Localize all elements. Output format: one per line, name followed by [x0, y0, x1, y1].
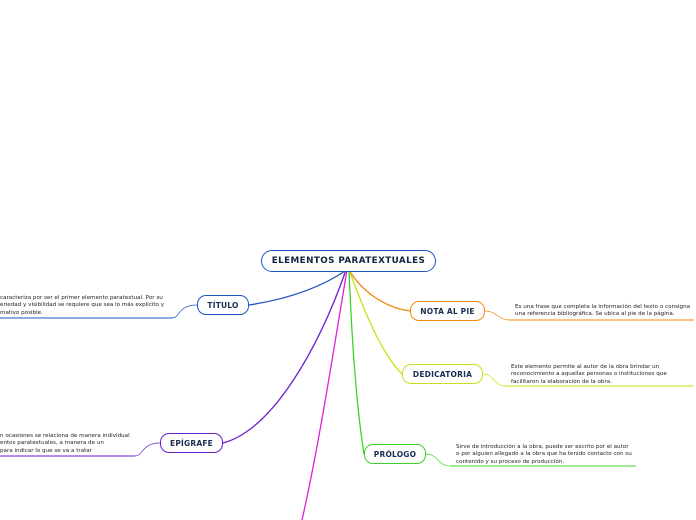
note-link-titulo	[171, 304, 198, 319]
note-link-epigrafe	[134, 442, 161, 457]
note-line: eriedad y visibilidad se requiere que se…	[0, 302, 165, 309]
connector-titulo	[248, 268, 349, 306]
note-line: o por alguien allegado a la obra que ha …	[456, 451, 632, 458]
connector-epigrafe	[222, 269, 347, 444]
topic-node-dedicatoria[interactable]: DEDICATORIA	[402, 364, 483, 384]
topic-node-nota-al-pie[interactable]: NOTA AL PIE	[410, 301, 485, 321]
connector-dedicatoria	[348, 269, 403, 375]
note-line: Este elemento permite al autor de la obr…	[511, 364, 660, 370]
note-link-dedicatoria	[482, 373, 506, 387]
note-line: para indicar lo que se va a tratar	[0, 447, 93, 454]
note-line: reconocimiento a aquellas personas o ins…	[511, 371, 667, 378]
topic-node-prologo[interactable]: PRÓLOGO	[364, 444, 426, 464]
note-dedicatoria: Este elemento permite al autor de la obr…	[511, 364, 667, 386]
note-line: facilitaron la elaboración de la obra.	[511, 378, 612, 385]
connector-prologo	[348, 269, 365, 455]
note-epigrafe: n ocasiones se relaciona de manera indiv…	[0, 433, 130, 455]
note-line: mativo posible.	[0, 309, 43, 316]
topic-node-titulo[interactable]: TÍTULO	[197, 295, 249, 315]
note-prologo: Sirve de introducción a la obra, puede s…	[456, 444, 632, 466]
topic-label-epigrafe: EPÍGRAFE	[170, 438, 213, 448]
note-link-prologo	[425, 453, 451, 467]
topic-label-nota-al-pie: NOTA AL PIE	[420, 306, 475, 316]
topic-node-epigrafe[interactable]: EPÍGRAFE	[160, 433, 223, 453]
central-topic-label: ELEMENTOS PARATEXTUALES	[271, 256, 426, 266]
note-line: contenido y su proceso de producción.	[456, 458, 565, 465]
note-nota-al-pie: Es una frase que completa la información…	[515, 304, 690, 319]
note-link-nota-al-pie	[484, 310, 511, 321]
central-topic-node[interactable]: ELEMENTOS PARATEXTUALES	[261, 250, 436, 272]
note-titulo: caracteriza por ser el primer elemento p…	[0, 295, 164, 317]
connector-offscreen	[301, 269, 348, 520]
topic-label-titulo: TÍTULO	[207, 300, 239, 310]
topic-label-dedicatoria: DEDICATORIA	[412, 369, 473, 379]
topic-label-prologo: PRÓLOGO	[373, 449, 417, 459]
note-line: n ocasiones se relaciona de manera indiv…	[0, 433, 130, 439]
connector-nota-al-pie	[348, 269, 411, 312]
note-line: caracteriza por ser el primer elemento p…	[0, 295, 163, 301]
note-line: entos paratextuales, a manera de un	[0, 440, 104, 447]
note-line: Sirve de introducción a la obra, puede s…	[456, 444, 629, 450]
note-line: Es una frase que completa la información…	[515, 304, 691, 310]
note-line: una referencia bibliográfica. Se ubica a…	[515, 311, 675, 318]
